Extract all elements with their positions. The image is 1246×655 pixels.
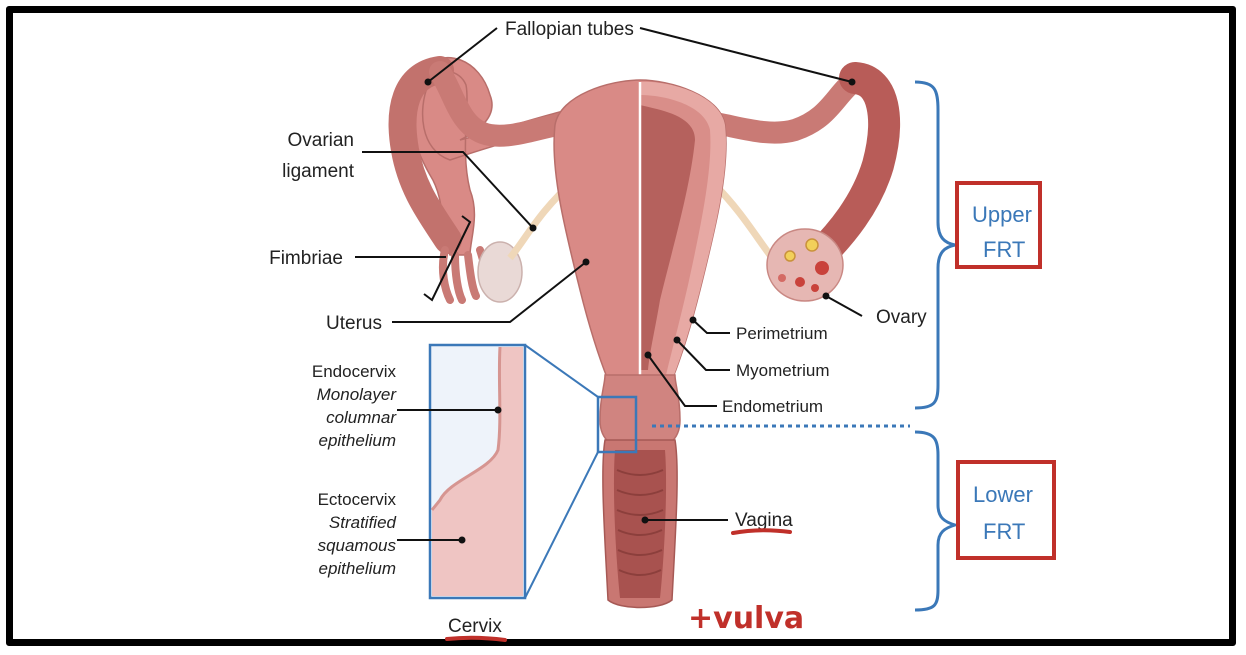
label-ectocervix-desc-2: squamous [318,536,397,555]
label-ectocervix-desc-3: epithelium [319,559,397,578]
label-vagina: Vagina [735,510,793,531]
handwritten-vulva: +vulva [688,601,804,636]
lower-frt-label-2: FRT [983,519,1025,544]
label-endocervix: Endocervix [312,362,397,381]
label-ovarian-ligament-1: Ovarian [287,130,354,151]
label-endocervix-desc-2: columnar [326,408,397,427]
label-endocervix-desc-3: epithelium [319,431,397,450]
label-endometrium: Endometrium [722,397,823,416]
right-ovarian-ligament [715,185,770,255]
vagina-underline [733,530,790,533]
label-perimetrium: Perimetrium [736,324,828,343]
label-cervix: Cervix [448,616,502,637]
label-fallopian-tubes: Fallopian tubes [505,19,634,40]
label-myometrium: Myometrium [736,361,830,380]
label-ectocervix-desc-1: Stratified [329,513,397,532]
right-ovary [767,229,843,301]
cervix [600,375,680,450]
upper-frt-label-2: FRT [983,237,1025,262]
label-ovarian-ligament-2: ligament [282,161,355,182]
lower-frt-label-1: Lower [973,482,1033,507]
lower-frt-bracket [915,432,955,610]
upper-frt-bracket [915,82,955,408]
label-ectocervix: Ectocervix [318,490,397,509]
cervix-underline [447,638,505,640]
label-uterus: Uterus [326,313,382,334]
label-ovary: Ovary [876,307,927,328]
label-endocervix-desc-1: Monolayer [317,385,398,404]
upper-frt-label-1: Upper [972,202,1032,227]
label-fimbriae: Fimbriae [269,248,343,269]
